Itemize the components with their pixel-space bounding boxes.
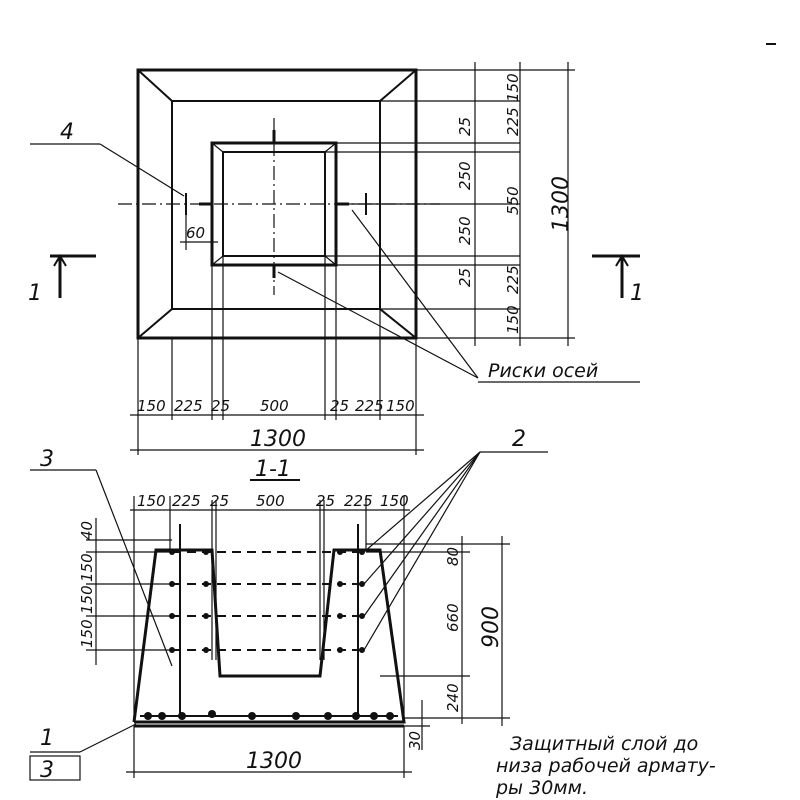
plan-dim-b0: 150 [137, 397, 166, 415]
plan-dim-b2: 25 [211, 397, 230, 415]
section-dim-l2: 150 [78, 585, 96, 614]
section-dim-30: 30 [406, 731, 424, 750]
svg-text:3: 3 [40, 447, 54, 472]
callout-1: 1 3 [29, 723, 137, 783]
section-dim-t0: 150 [137, 492, 166, 510]
section-dim-l1: 150 [78, 553, 96, 582]
plan-dim-r3: 250 [456, 161, 474, 190]
plan-dim-r1: 225 [504, 107, 522, 136]
plan-slope-outline [171, 100, 381, 310]
section-dim-t4: 25 [316, 492, 335, 510]
section-dim-r2: 240 [444, 683, 462, 712]
section-dim-t6: 150 [380, 492, 409, 510]
plan-dim-r7: 150 [504, 305, 522, 334]
section-dim-r0: 80 [444, 547, 462, 566]
section-title: 1-1 [255, 457, 291, 482]
plan-dim-r-mid: 550 [504, 186, 522, 215]
plan-dim-b1: 225 [174, 397, 203, 415]
section-dim-l3: 150 [78, 619, 96, 648]
section-dim-total: 1300 [246, 749, 302, 774]
svg-text:1: 1 [40, 726, 54, 751]
section-dim-l0: 40 [78, 521, 96, 540]
plan-dim-r5: 25 [456, 268, 474, 287]
section-mark-left: 1 [28, 254, 96, 306]
plan-dim-total: 1300 [250, 427, 306, 452]
plan-dim-r4: 250 [456, 216, 474, 245]
section-dim-t2: 25 [210, 492, 229, 510]
note-line-1: Защитный слой до [510, 733, 698, 755]
section-view: 1-1 [78, 457, 510, 778]
section-dim-t3: 500 [256, 492, 285, 510]
svg-text:1: 1 [630, 281, 644, 306]
cover-note: Защитный слой до низа рабочей армату- ры… [495, 733, 716, 799]
plan-dim-b6: 150 [386, 397, 415, 415]
plan-dim-r0: 150 [504, 73, 522, 102]
section-outline [132, 548, 406, 724]
callout-4: 4 [60, 120, 74, 145]
dim-60: 60 [186, 224, 205, 242]
section-dim-r-total: 900 [479, 606, 504, 648]
plan-dim-r6: 225 [504, 265, 522, 294]
section-dim-r1: 660 [444, 603, 462, 632]
rebar-dots [144, 549, 394, 720]
note-line-2: низа рабочей армату- [496, 755, 716, 777]
section-dim-t1: 225 [172, 492, 201, 510]
svg-text:2: 2 [512, 427, 526, 452]
callout-2: 2 [363, 427, 548, 651]
svg-text:3: 3 [40, 758, 54, 783]
callout-3: 3 [30, 447, 173, 667]
plan-view: 4 60 150 225 25 500 25 225 150 1300 [30, 62, 640, 455]
plan-dim-b5: 225 [355, 397, 384, 415]
plan-dim-b4: 25 [330, 397, 349, 415]
plan-dim-r2: 25 [456, 117, 474, 136]
section-dim-t5: 225 [344, 492, 373, 510]
plan-dim-r-total: 1300 [549, 176, 574, 232]
note-line-3: ры 30мм. [495, 777, 588, 799]
axis-marks-label: Риски осей [488, 360, 598, 382]
section-mark-right: 1 [592, 254, 644, 306]
plan-dim-b3: 500 [260, 397, 289, 415]
svg-text:1: 1 [28, 281, 42, 306]
